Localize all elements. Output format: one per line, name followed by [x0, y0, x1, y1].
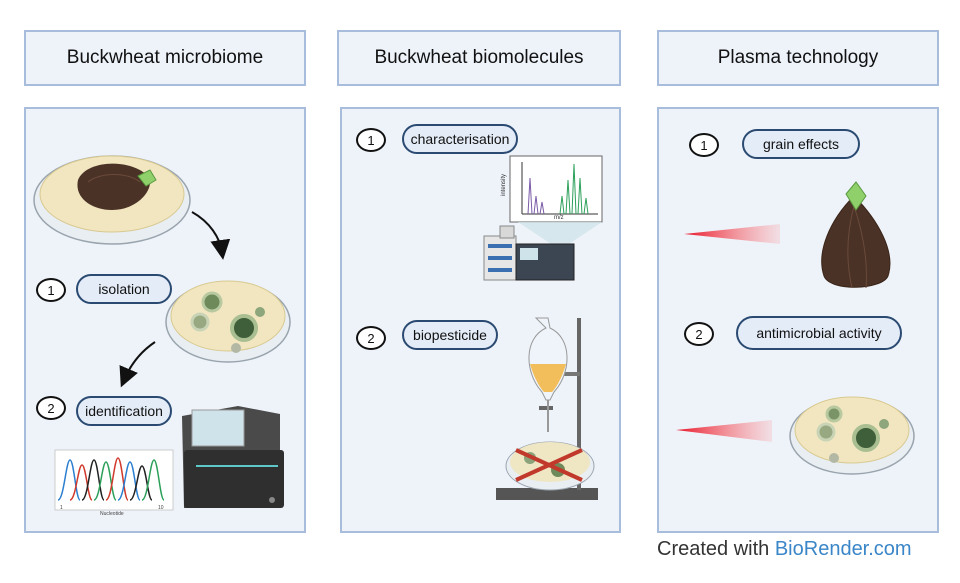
step-pill-identification: identification	[76, 396, 172, 426]
header-buckwheat-microbiome: Buckwheat microbiome	[24, 30, 306, 86]
step-number: 2	[356, 326, 386, 350]
credit-prefix: Created with	[657, 538, 775, 560]
plasma-beam-icon	[684, 224, 780, 244]
mass-spectrum-chart	[509, 155, 603, 223]
step-pill-antimicrobial-activity: antimicrobial activity	[736, 316, 902, 350]
header-label: Buckwheat biomolecules	[374, 47, 584, 68]
step-pill-characterisation: characterisation	[402, 124, 518, 154]
header-label: Plasma technology	[717, 47, 879, 68]
chromatogram-tick-end: 10	[158, 505, 164, 511]
header-label: Buckwheat microbiome	[66, 47, 264, 68]
dna-sequencer-machine	[182, 406, 284, 508]
culture-petri-dish	[165, 280, 291, 363]
chromatogram-tick-start: 1	[60, 505, 63, 511]
header-plasma-technology: Plasma technology	[657, 30, 939, 86]
step-pill-grain-effects: grain effects	[742, 129, 860, 159]
credit-brand: BioRender.com	[774, 538, 912, 560]
arrow-icon	[191, 211, 231, 260]
step-number: 1	[689, 133, 719, 157]
buckwheat-grain	[821, 181, 891, 289]
lc-ms-instrument	[483, 225, 575, 281]
step-number: 1	[356, 128, 386, 152]
spectrum-x-label: m/z	[554, 215, 564, 221]
step-pill-isolation: isolation	[76, 274, 172, 304]
biorender-credit: Created with BioRender.com	[657, 538, 912, 561]
arrow-icon	[119, 341, 156, 388]
step-number: 2	[684, 322, 714, 346]
petri-dish-with-seed	[33, 155, 191, 245]
step-number: 1	[36, 278, 66, 302]
header-buckwheat-biomolecules: Buckwheat biomolecules	[337, 30, 621, 86]
culture-petri-dish	[789, 396, 915, 475]
plasma-beam-icon	[676, 420, 772, 442]
separatory-funnel-stand	[496, 317, 598, 500]
step-pill-biopesticide: biopesticide	[402, 320, 498, 350]
chromatogram-x-label: Nucleotide	[100, 511, 124, 517]
crossed-out-petri-dish	[505, 441, 595, 491]
sequencing-chromatogram	[54, 449, 174, 511]
step-number: 2	[36, 396, 66, 420]
